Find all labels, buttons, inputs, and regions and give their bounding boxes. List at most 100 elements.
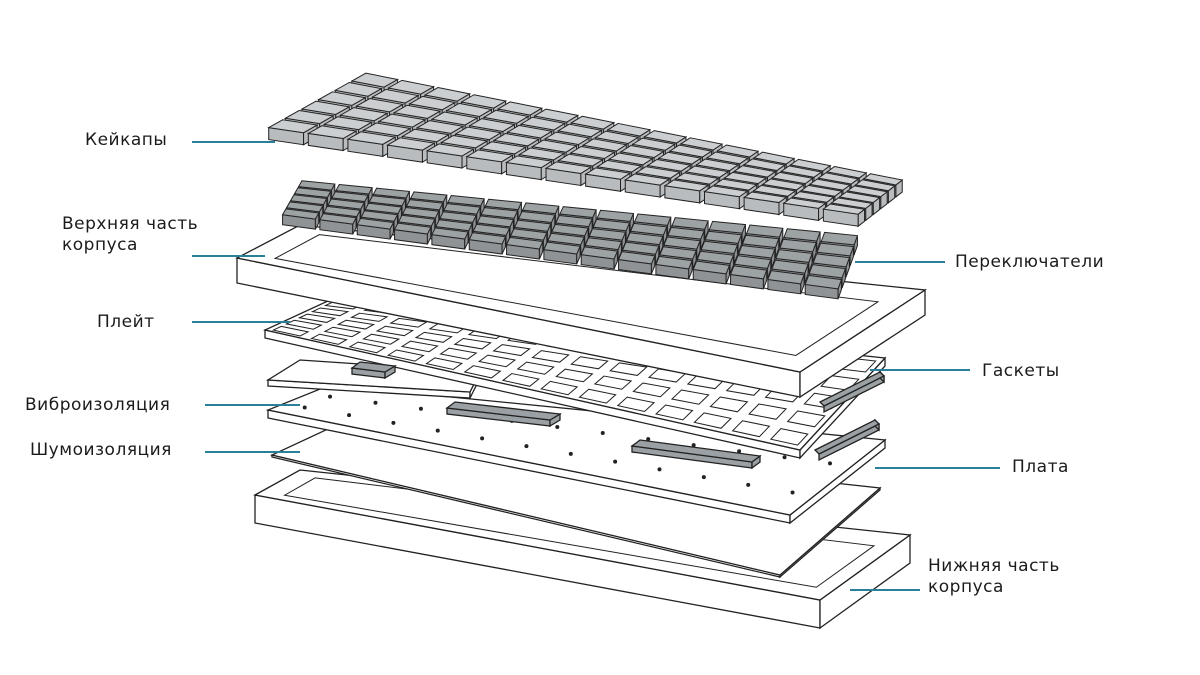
keycap-top bbox=[408, 95, 457, 111]
keycap-top bbox=[267, 119, 319, 134]
switch-top bbox=[293, 187, 332, 198]
switch-top bbox=[820, 231, 859, 246]
plate-cutout bbox=[336, 319, 376, 330]
pcb-hole bbox=[737, 449, 742, 454]
keycap-top bbox=[825, 166, 868, 179]
pcb-hole bbox=[347, 413, 352, 418]
keycap-top bbox=[317, 91, 367, 106]
switch-top bbox=[360, 210, 399, 222]
plate-cutout bbox=[350, 312, 389, 322]
switch-top bbox=[405, 199, 444, 211]
switch-top bbox=[580, 246, 619, 260]
plate-cutout bbox=[477, 354, 517, 368]
pcb-hole bbox=[657, 467, 662, 472]
gasket-strip bbox=[445, 401, 562, 428]
keycap-top bbox=[478, 141, 528, 155]
plate-cutout bbox=[348, 341, 387, 354]
switch-top bbox=[812, 253, 851, 268]
gasket-strip bbox=[350, 361, 397, 380]
switch-top bbox=[472, 223, 511, 236]
keycap-top bbox=[430, 111, 479, 126]
keycap-top bbox=[838, 191, 881, 204]
keycap-top bbox=[732, 165, 777, 178]
gasket-strip-top bbox=[630, 439, 762, 463]
keycap-top bbox=[445, 102, 493, 118]
switch-top bbox=[816, 242, 855, 257]
plate-cutout bbox=[540, 380, 579, 396]
switch-top bbox=[484, 198, 523, 211]
plate-cutout bbox=[693, 412, 732, 429]
switch-top bbox=[356, 217, 395, 230]
keycap-top bbox=[830, 197, 874, 209]
keycap-top bbox=[663, 179, 710, 192]
plate-cutout bbox=[492, 344, 531, 357]
keycap-top bbox=[606, 122, 652, 137]
switch-top bbox=[393, 222, 432, 235]
switch-top bbox=[559, 206, 597, 219]
keycap-top bbox=[789, 158, 832, 172]
switch-top bbox=[804, 274, 843, 290]
switch bbox=[431, 227, 469, 250]
switch-top bbox=[397, 214, 436, 227]
switch-top bbox=[551, 223, 589, 237]
switch-top bbox=[708, 220, 747, 234]
switch-top bbox=[629, 222, 668, 236]
switch bbox=[692, 260, 731, 285]
switch-top bbox=[771, 259, 809, 274]
keycap bbox=[742, 191, 788, 216]
switch-top bbox=[783, 228, 821, 242]
plate-cutout bbox=[632, 382, 671, 398]
switch-top bbox=[431, 227, 469, 240]
keycap-top bbox=[782, 197, 827, 209]
gasket-strip-top bbox=[445, 401, 562, 421]
plate-cutout bbox=[425, 357, 464, 371]
switch-top bbox=[289, 194, 328, 206]
label-vibration-damping: Виброизоляция bbox=[25, 395, 171, 415]
switch-top bbox=[745, 224, 784, 238]
switch-top bbox=[435, 219, 473, 232]
keycap-top bbox=[668, 144, 713, 158]
keycap-top bbox=[492, 133, 541, 147]
keycap-top bbox=[370, 88, 420, 104]
switch-top bbox=[625, 232, 664, 246]
keycap-top bbox=[716, 144, 760, 158]
pcb-hole bbox=[524, 444, 529, 449]
keycap-top bbox=[742, 191, 788, 204]
keycap-top bbox=[713, 178, 758, 191]
pcb-hole bbox=[391, 420, 396, 425]
plate-cutout bbox=[531, 350, 570, 363]
plate-cutout bbox=[389, 317, 428, 328]
plate-cutout bbox=[769, 428, 809, 446]
keycap-top bbox=[679, 137, 724, 151]
switch-top bbox=[596, 209, 635, 222]
switch-top bbox=[621, 241, 660, 255]
keycap-top bbox=[695, 158, 740, 172]
switch-top bbox=[281, 208, 320, 220]
switch-top bbox=[700, 240, 739, 255]
pcb-hole bbox=[555, 424, 560, 429]
pcb-hole bbox=[691, 443, 696, 448]
keycap-top bbox=[504, 155, 554, 169]
switch-top bbox=[331, 191, 369, 203]
label-switches: Переключатели bbox=[955, 252, 1105, 272]
plate-cutout bbox=[362, 333, 401, 345]
switch-top bbox=[547, 232, 585, 246]
keycap-top bbox=[533, 108, 580, 123]
switch-top bbox=[327, 198, 365, 210]
keycap-top bbox=[530, 139, 578, 153]
plate-cutout bbox=[375, 325, 415, 337]
switch-top bbox=[633, 213, 672, 226]
switch-top bbox=[617, 251, 656, 265]
switch-top bbox=[323, 205, 361, 218]
keycap-top bbox=[584, 167, 632, 180]
plate-cutout bbox=[501, 373, 540, 387]
pcb-hole bbox=[746, 482, 751, 487]
keycap-top bbox=[415, 120, 465, 134]
switch-top bbox=[476, 215, 515, 228]
pcb-hole bbox=[328, 394, 333, 399]
switch-top bbox=[517, 210, 556, 223]
switch-top bbox=[741, 234, 780, 249]
gasket-strip-top bbox=[818, 371, 886, 407]
switch bbox=[281, 208, 320, 230]
